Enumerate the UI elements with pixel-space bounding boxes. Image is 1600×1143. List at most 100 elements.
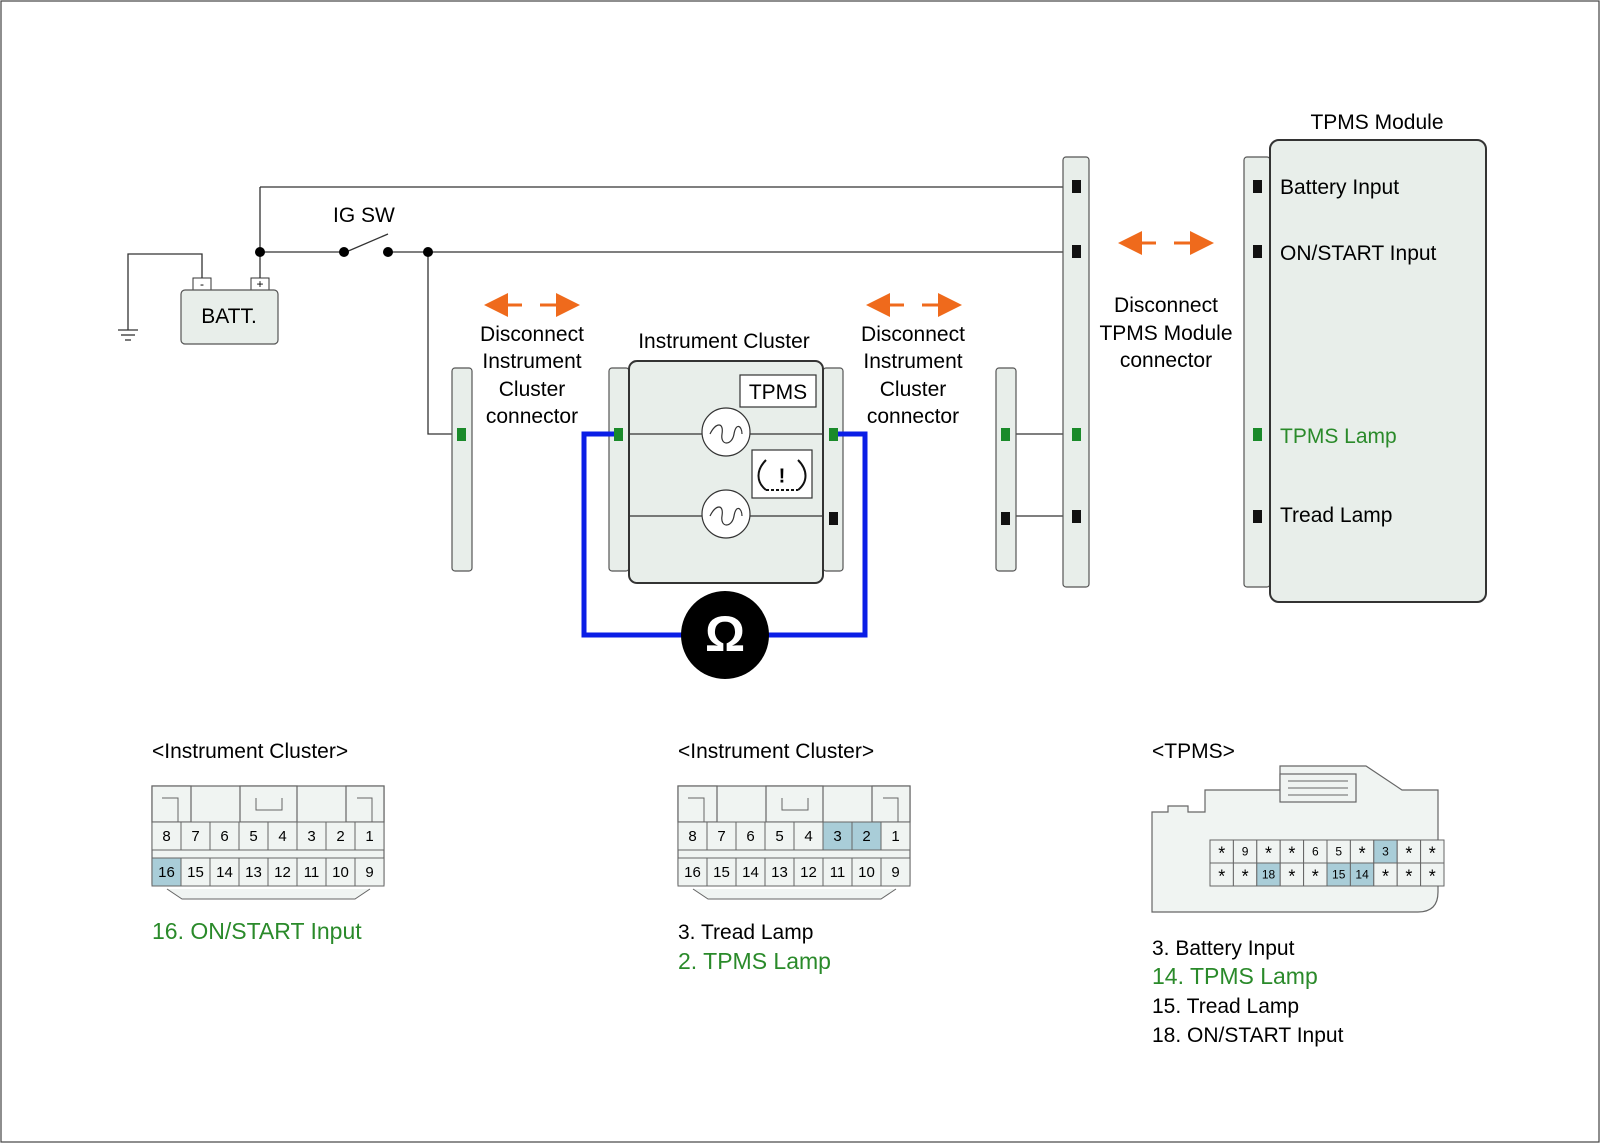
right-cluster-harness-connector xyxy=(995,367,1017,572)
connector-pin-number: 1 xyxy=(365,828,373,845)
svg-text:Disconnect: Disconnect xyxy=(861,323,965,346)
connector-pin-number: 10 xyxy=(858,864,875,881)
battery: - + BATT. xyxy=(180,277,279,345)
middle-connector-legend: 3. Tread Lamp 2. TPMS Lamp xyxy=(678,921,831,974)
connector-pin-cell xyxy=(706,857,737,887)
left-cluster-harness-connector xyxy=(451,367,473,572)
connector-pin-number: * xyxy=(1218,866,1225,886)
connector-pin-cell xyxy=(764,857,795,887)
battery-plus-sign: + xyxy=(256,277,263,291)
disconnect-right-label: Disconnect TPMS Module connector xyxy=(1099,294,1232,372)
connector-pin-number: 6 xyxy=(746,828,754,845)
connector-pin-number: * xyxy=(1429,843,1436,863)
connector-pin-number: * xyxy=(1265,843,1272,863)
tpms-connector-title: <TPMS> xyxy=(1152,740,1235,763)
connector-pin-cell xyxy=(880,821,911,851)
legend-item: 2. TPMS Lamp xyxy=(678,948,831,974)
connector-pin-cell xyxy=(793,857,824,887)
connector-pin-cell xyxy=(851,821,882,851)
legend-item: 14. TPMS Lamp xyxy=(1152,963,1318,989)
connector-pins xyxy=(457,180,1262,525)
connector-pin-number: * xyxy=(1382,866,1389,886)
battery-label: BATT. xyxy=(201,305,257,328)
connector-pin-number: 9 xyxy=(891,864,899,881)
connector-pin-cell xyxy=(735,857,766,887)
connector-pin-number: 16 xyxy=(158,864,175,881)
connector-pin-number: 5 xyxy=(249,828,257,845)
connector-pin-number: 3 xyxy=(833,828,841,845)
connector-pin-number: 11 xyxy=(304,864,320,881)
connector-pin-number: * xyxy=(1312,866,1319,886)
connector-pin-number: * xyxy=(1288,866,1295,886)
connector-pin-cell xyxy=(180,821,211,851)
left-connector-title: <Instrument Cluster> xyxy=(152,740,348,763)
svg-text:connector: connector xyxy=(486,405,578,428)
tire-pressure-warning-icon: ! xyxy=(751,449,813,499)
connector-pin-number: 8 xyxy=(688,828,696,845)
connector-pin-number: 13 xyxy=(245,864,262,881)
svg-text:Instrument: Instrument xyxy=(482,350,581,373)
connector-pin-cell xyxy=(325,857,356,887)
connector-pin-cell xyxy=(735,821,766,851)
connector-pin-number: 2 xyxy=(336,828,344,845)
cluster-left-connector xyxy=(608,367,630,572)
connector-pin-number: 4 xyxy=(804,828,812,845)
connector-pin-number: 2 xyxy=(862,828,870,845)
tpms-module-title: TPMS Module xyxy=(1310,111,1443,134)
tpms-module xyxy=(1269,139,1487,603)
svg-text:TPMS Module: TPMS Module xyxy=(1099,322,1232,345)
disconnect-middle-label: Disconnect Instrument Cluster connector xyxy=(861,323,965,428)
left-connector-legend: 16. ON/START Input xyxy=(152,918,362,944)
svg-text:Instrument: Instrument xyxy=(863,350,962,373)
connector-pin-number: 7 xyxy=(191,828,199,845)
ig-switch-label: IG SW xyxy=(333,204,395,227)
connector-pin-number: * xyxy=(1405,866,1412,886)
cluster-title: Instrument Cluster xyxy=(638,330,810,353)
connector-pin-number: 13 xyxy=(771,864,788,881)
connector-pin-cell xyxy=(880,857,911,887)
connector-pin-number: * xyxy=(1242,866,1249,886)
connector-pin-cell xyxy=(354,821,385,851)
connector-pin-cell xyxy=(296,857,327,887)
cluster-tpms-badge xyxy=(739,374,817,408)
bulb-icon xyxy=(701,407,751,457)
legend-item: 15. Tread Lamp xyxy=(1152,995,1299,1018)
ohmmeter-symbol: Ω xyxy=(705,606,745,662)
connector-pin-cell xyxy=(180,857,211,887)
connector-pin-number: 16 xyxy=(684,864,701,881)
legend-item: 3. Battery Input xyxy=(1152,937,1295,960)
legend-item: 3. Tread Lamp xyxy=(678,921,813,944)
connector-pin-number: 14 xyxy=(1355,868,1369,882)
module-pin-battery-input: Battery Input xyxy=(1280,176,1399,199)
connector-pin-number: 15 xyxy=(1332,868,1346,882)
svg-text:Cluster: Cluster xyxy=(499,378,566,401)
tpms-connector-legend: 3. Battery Input 14. TPMS Lamp 15. Tread L… xyxy=(1152,937,1344,1047)
connector-pin-cell xyxy=(238,821,269,851)
connector-pin-cell xyxy=(1420,862,1445,887)
tpms-harness-connector xyxy=(1062,156,1090,588)
instrument-cluster xyxy=(628,360,824,584)
connector-pin-number: 1 xyxy=(891,828,899,845)
module-pin-tread-lamp: Tread Lamp xyxy=(1280,504,1392,527)
connector-pin-number: 15 xyxy=(187,864,204,881)
connector-pin-cell xyxy=(151,821,182,851)
connector-pin-number: 18 xyxy=(1262,868,1276,882)
bulb-icon xyxy=(701,489,751,539)
svg-text:Disconnect: Disconnect xyxy=(1114,294,1218,317)
connector-pin-number: 8 xyxy=(162,828,170,845)
connector-pin-number: 9 xyxy=(365,864,373,881)
wiring xyxy=(118,186,1078,517)
disconnect-left-label: Disconnect Instrument Cluster connector xyxy=(480,323,584,428)
connector-pin-cell xyxy=(325,821,356,851)
connector-pin-cell xyxy=(354,857,385,887)
ohmmeter-icon: Ω xyxy=(681,591,769,679)
svg-text:Disconnect: Disconnect xyxy=(480,323,584,346)
connector-pin-number: 3 xyxy=(1382,845,1389,859)
connector-pin-cell xyxy=(851,857,882,887)
connector-pin-number: 12 xyxy=(274,864,291,881)
svg-text:connector: connector xyxy=(867,405,959,428)
connector-pin-number: 15 xyxy=(713,864,730,881)
cluster-tpms-badge-text: TPMS xyxy=(749,381,807,404)
